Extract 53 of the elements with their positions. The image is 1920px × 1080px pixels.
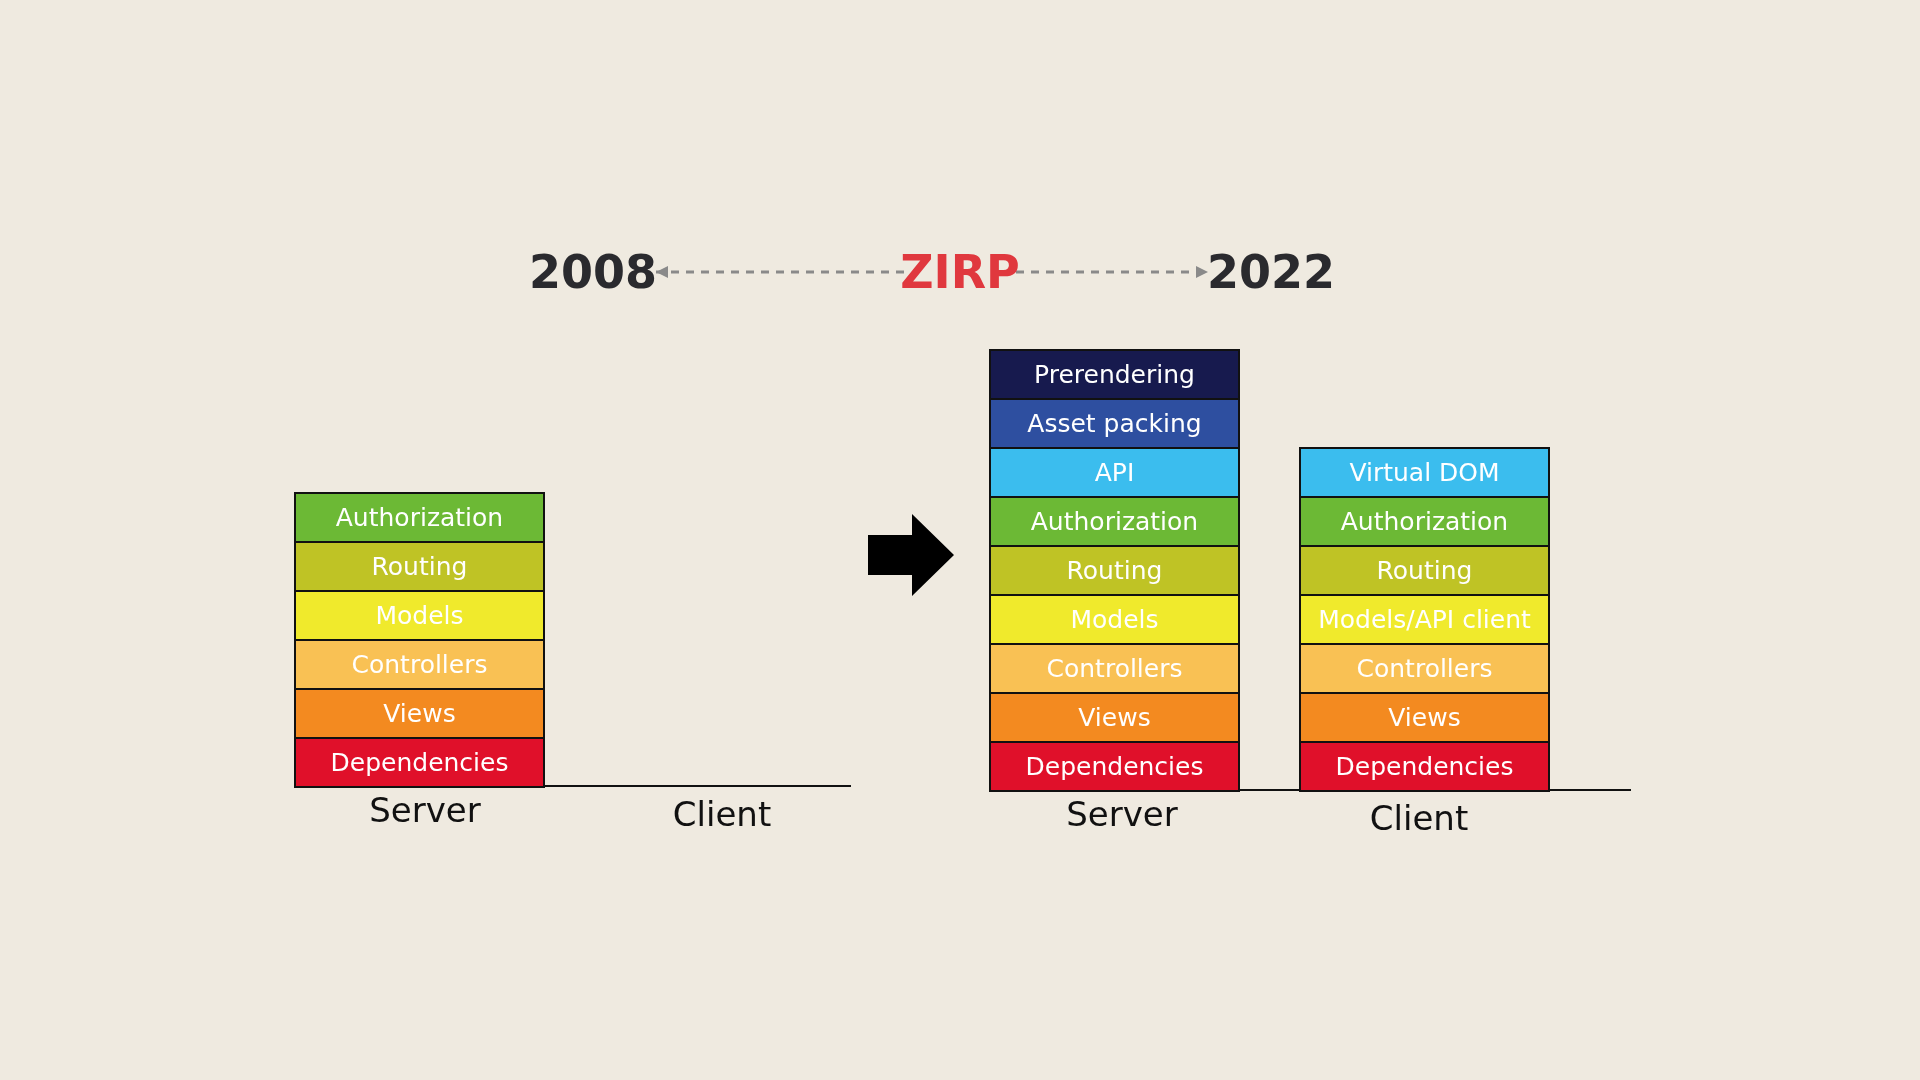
layer-label: Dependencies — [1335, 752, 1514, 781]
layer-label: Authorization — [335, 503, 504, 532]
layer-block — [294, 590, 545, 641]
dashed-arrow — [656, 266, 904, 278]
layer-label: Models — [375, 601, 464, 630]
layer-block — [294, 639, 545, 690]
layer-block — [1299, 545, 1550, 596]
layer-label: Authorization — [1030, 507, 1199, 536]
layer-label: Authorization — [1340, 507, 1509, 536]
layer-block — [1299, 643, 1550, 694]
layer-label: Routing — [1066, 556, 1163, 585]
layer-label: Controllers — [351, 650, 488, 679]
layer-label: Routing — [371, 552, 468, 581]
layer-block — [1299, 447, 1550, 498]
layer-label: Dependencies — [330, 748, 509, 777]
layer-label: Asset packing — [1027, 409, 1202, 438]
column-label: Client — [672, 794, 772, 834]
layer-label: Virtual DOM — [1349, 458, 1500, 487]
layer-block — [989, 594, 1240, 645]
layer-label: Views — [1078, 703, 1151, 732]
layer-block — [989, 398, 1240, 449]
layer-block — [989, 447, 1240, 498]
layer-block — [989, 643, 1240, 694]
layer-block — [989, 741, 1240, 792]
layer-label: Controllers — [1046, 654, 1183, 683]
layer-block — [989, 545, 1240, 596]
layer-block — [989, 349, 1240, 400]
layer-block — [294, 492, 545, 543]
year-heading: 2022 — [1207, 245, 1335, 299]
layer-label: Routing — [1376, 556, 1473, 585]
year-heading: ZIRP — [900, 245, 1020, 299]
layer-block — [1299, 496, 1550, 547]
layer-label: Models/API client — [1318, 605, 1531, 634]
layer-block — [294, 541, 545, 592]
column-label: Server — [1066, 794, 1178, 834]
dashed-arrow — [1016, 266, 1208, 278]
layer-block — [294, 737, 545, 788]
year-heading: 2008 — [529, 245, 657, 299]
layer-label: Models — [1070, 605, 1159, 634]
layer-block — [1299, 692, 1550, 743]
layer-label: Prerendering — [1034, 360, 1195, 389]
layer-block — [1299, 741, 1550, 792]
layer-label: Views — [1388, 703, 1461, 732]
column-label: Server — [369, 790, 481, 830]
layer-label: Controllers — [1356, 654, 1493, 683]
layer-label: API — [1094, 458, 1135, 487]
layer-label: Dependencies — [1025, 752, 1204, 781]
layer-block — [989, 692, 1240, 743]
layer-block — [989, 496, 1240, 547]
column-label: Client — [1369, 798, 1469, 838]
layer-label: Views — [383, 699, 456, 728]
layer-block — [294, 688, 545, 739]
layer-block — [1299, 594, 1550, 645]
